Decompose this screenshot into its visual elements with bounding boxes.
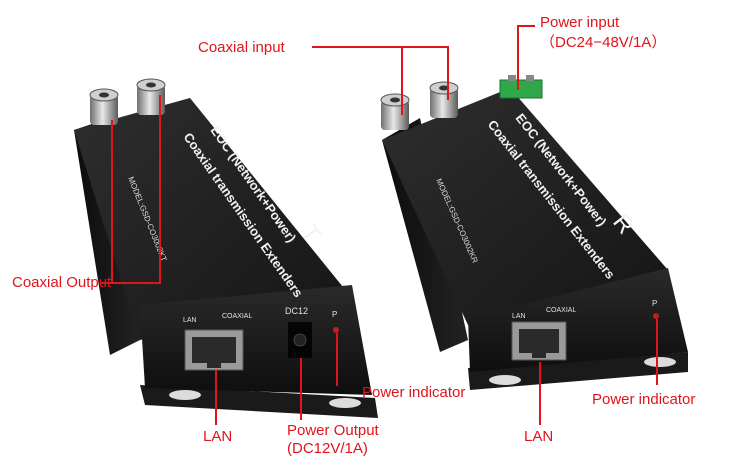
coaxial-input-label: Coaxial input <box>198 39 285 56</box>
transmitter-top <box>74 98 347 340</box>
transmitter-lan-port <box>184 329 244 371</box>
callout-lines <box>101 25 658 425</box>
power-output-spec-label: (DC12V/1A) <box>287 440 368 457</box>
receiver-lan-port-label: LAN <box>512 313 526 320</box>
receiver-flange <box>468 352 688 390</box>
receiver-lan-port <box>511 321 567 361</box>
transmitter-unit: EOC (Network+Power) Coaxial transmission… <box>74 78 378 418</box>
transmitter-lan-port-label: LAN <box>183 317 197 324</box>
lan-r-label: LAN <box>524 428 554 445</box>
receiver-coaxial-port-label: COAXIAL <box>546 307 576 314</box>
power-input-label: Power input <box>540 14 620 31</box>
lan-t-label: LAN <box>203 428 233 445</box>
transmitter-led-label: P <box>332 310 337 319</box>
transmitter-power-led <box>333 327 339 333</box>
power-input-spec-label: （DC24−48V/1A） <box>540 34 667 51</box>
transmitter-dc-jack <box>288 322 312 358</box>
receiver-led-label: P <box>652 299 657 308</box>
coaxial-output-label: Coaxial Output <box>12 274 112 291</box>
receiver-unit: EOC (Network+Power) Coaxial transmission… <box>380 75 688 390</box>
receiver-top <box>382 88 668 325</box>
receiver-power-terminal <box>499 75 543 99</box>
receiver-power-led <box>653 313 659 319</box>
power-indicator-r-label: Power indicator <box>592 391 696 408</box>
power-output-label: Power Output <box>287 422 379 439</box>
transmitter-coaxial-port-label: COAXIAL <box>222 313 252 320</box>
transmitter-bnc-connectors <box>89 78 166 125</box>
power-indicator-t-label: Power indicator <box>362 384 466 401</box>
transmitter-dc-port-label: DC12 <box>285 306 308 316</box>
